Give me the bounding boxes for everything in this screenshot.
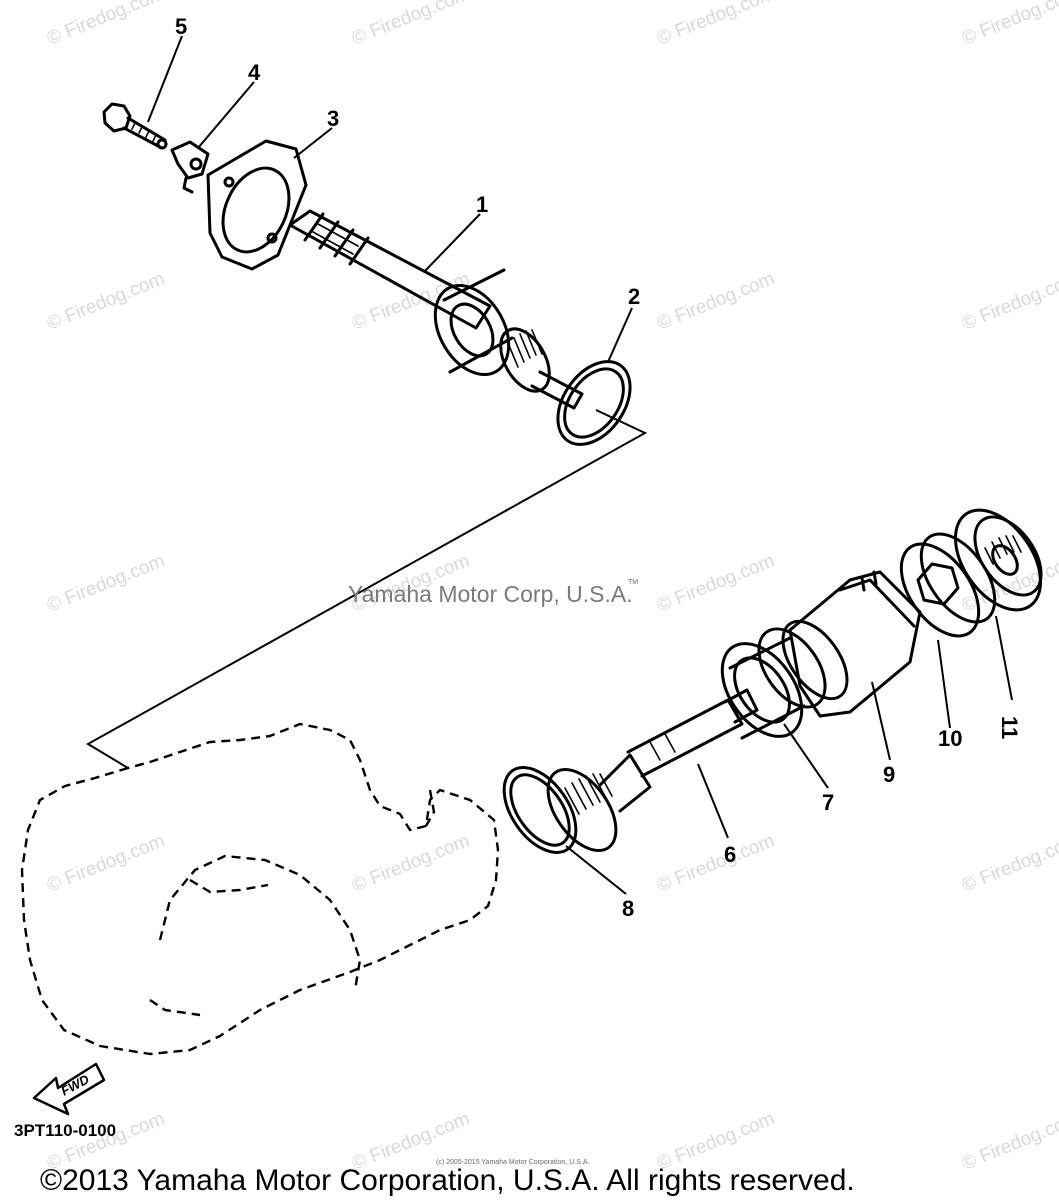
watermark: © Firedog.com [959,0,1059,50]
watermark: © Firedog.com [654,550,778,616]
part-3-plate [206,139,308,271]
callout-10: 10 [938,726,962,751]
part-6-shaft [546,688,759,853]
watermark: © Firedog.com [959,830,1059,896]
diagram-code: 3PT110-0100 [14,1121,116,1140]
part-1-shaft [288,209,584,410]
callout-4: 4 [248,60,261,85]
watermark: © Firedog.com [44,830,168,896]
center-watermark: Yamaha Motor Corp, U.S.A. [348,581,633,607]
callout-leaders [147,35,1013,895]
watermark: © Firedog.com [654,268,778,334]
callout-2: 2 [628,284,640,309]
watermark: © Firedog.com [44,268,168,334]
callout-3: 3 [327,106,339,131]
watermark: © Firedog.com [654,0,778,50]
part-9-housing [781,570,922,718]
watermark: © Firedog.com [349,830,473,896]
callout-7: 7 [822,790,834,815]
callout-1: 1 [476,192,488,217]
callout-11: 11 [997,716,1022,739]
watermark: © Firedog.com [959,1108,1059,1174]
fine-print: (c) 2005-2015 Yamaha Motor Corporation, … [436,1159,589,1166]
watermark: © Firedog.com [959,268,1059,334]
part-11-bearing [953,508,1043,612]
watermark: © Firedog.com [654,830,778,896]
watermark: © Firedog.com [349,0,473,50]
part-10-nut [899,532,997,638]
callout-9: 9 [883,762,895,787]
callout-6: 6 [724,842,736,867]
part-5-bolt [102,102,168,150]
watermark: © Firedog.com [44,0,168,50]
part-4-clip [170,140,210,194]
copyright-footer: ©2013 Yamaha Motor Corporation, U.S.A. A… [40,1164,855,1197]
callout-8: 8 [622,896,634,921]
callout-5: 5 [175,14,187,39]
assembly-leader-line [86,409,648,769]
part-7-bearing [720,627,827,740]
trademark-mark: TM [628,579,638,586]
fwd-arrow: FWD [32,1062,106,1116]
watermark: © Firedog.com [349,268,473,334]
engine-case-outline [20,722,500,1056]
callouts: 1 2 3 4 5 6 7 8 9 10 11 [175,14,1022,921]
watermark: © Firedog.com [44,550,168,616]
part-8-ring [502,766,578,854]
